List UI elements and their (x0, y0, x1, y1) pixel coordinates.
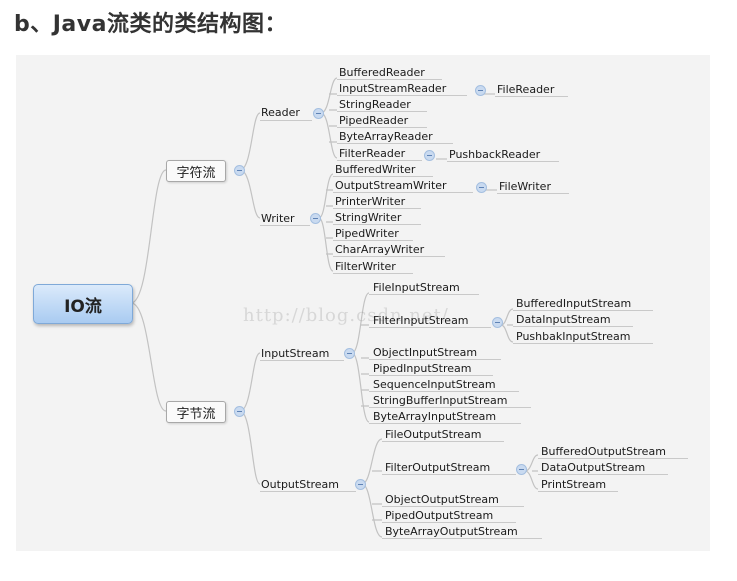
filter-input-child: DataInputStream (516, 313, 611, 326)
writer-child: OutputStreamWriter (335, 179, 447, 192)
input-stream-child: FileInputStream (373, 281, 460, 294)
node-underline (369, 407, 531, 408)
node-underline (333, 208, 421, 209)
node-underline (538, 458, 688, 459)
input-stream-child: SequenceInputStream (373, 378, 496, 391)
watermark: http://blog.csdn.net/ (243, 305, 449, 326)
collapse-icon[interactable] (344, 348, 355, 359)
node-underline (513, 343, 653, 344)
reader-child: InputStreamReader (339, 82, 447, 95)
node-underline (447, 161, 559, 162)
filter-output-child: DataOutputStream (541, 461, 646, 474)
node-underline (337, 95, 467, 96)
collapse-icon[interactable] (475, 85, 486, 96)
output-stream-child: ByteArrayOutputStream (385, 525, 518, 538)
collapse-icon[interactable] (516, 464, 527, 475)
node-underline (333, 256, 445, 257)
node-underline (333, 192, 473, 193)
node-underline (513, 310, 653, 311)
node-underline (382, 522, 516, 523)
input-stream-child: ObjectInputStream (373, 346, 478, 359)
reader-child: StringReader (339, 98, 411, 111)
input-stream-child: ByteArrayInputStream (373, 410, 497, 423)
byte-stream-node: 字节流 (166, 401, 226, 423)
writer-child: PipedWriter (335, 227, 399, 240)
node-underline (337, 79, 442, 80)
collapse-icon[interactable] (492, 317, 503, 328)
node-underline (369, 294, 479, 295)
output-stream-underline (260, 491, 356, 492)
node-underline (333, 273, 413, 274)
node-underline (497, 193, 569, 194)
output-stream-child: FileOutputStream (385, 428, 482, 441)
writer-child: StringWriter (335, 211, 402, 224)
root-node: IO流 (33, 284, 133, 324)
writer-child: PrinterWriter (335, 195, 406, 208)
filter-input-child: PushbakInputStream (516, 330, 631, 343)
filter-input-child: BufferedInputStream (516, 297, 632, 310)
char-stream-node: 字符流 (166, 160, 226, 182)
class-hierarchy-mindmap: http://blog.csdn.net/ IO流 字符流 字节流 Reader… (16, 55, 710, 551)
input-stream-underline (260, 360, 344, 361)
input-stream-child: StringBufferInputStream (373, 394, 508, 407)
reader-child: PipedReader (339, 114, 409, 127)
node-underline (369, 375, 493, 376)
node-underline (333, 176, 433, 177)
node-underline (382, 538, 542, 539)
filter-output-child: BufferedOutputStream (541, 445, 666, 458)
collapse-icon[interactable] (313, 108, 324, 119)
reader-grandchild: PushbackReader (449, 148, 541, 161)
input-stream-child: FilterInputStream (373, 314, 469, 327)
writer-child: BufferedWriter (335, 163, 416, 176)
node-underline (513, 326, 633, 327)
output-stream-child: PipedOutputStream (385, 509, 494, 522)
input-stream-node: InputStream (261, 347, 330, 360)
filter-output-child: PrintStream (541, 478, 607, 491)
reader-child: ByteArrayReader (339, 130, 433, 143)
collapse-icon[interactable] (424, 150, 435, 161)
node-underline (337, 127, 427, 128)
node-underline (382, 506, 524, 507)
node-underline (337, 160, 422, 161)
input-stream-child: PipedInputStream (373, 362, 472, 375)
node-underline (337, 111, 427, 112)
node-underline (495, 96, 568, 97)
output-stream-child: ObjectOutputStream (385, 493, 499, 506)
writer-node: Writer (261, 212, 295, 225)
node-underline (382, 474, 516, 475)
node-underline (369, 391, 519, 392)
collapse-icon[interactable] (310, 213, 321, 224)
reader-underline (260, 120, 312, 121)
node-underline (333, 224, 421, 225)
node-underline (369, 327, 491, 328)
node-underline (538, 491, 618, 492)
reader-grandchild: FileReader (497, 83, 555, 96)
writer-child: CharArrayWriter (335, 243, 425, 256)
collapse-icon[interactable] (234, 406, 245, 417)
reader-child: BufferedReader (339, 66, 425, 79)
collapse-icon[interactable] (234, 165, 245, 176)
writer-grandchild: FileWriter (499, 180, 551, 193)
output-stream-node: OutputStream (261, 478, 340, 491)
node-underline (369, 359, 501, 360)
output-stream-child: FilterOutputStream (385, 461, 491, 474)
node-underline (337, 143, 453, 144)
page-heading: b、Java流类的类结构图： (14, 12, 287, 37)
writer-underline (260, 225, 310, 226)
node-underline (369, 423, 521, 424)
node-underline (333, 240, 413, 241)
collapse-icon[interactable] (476, 182, 487, 193)
collapse-icon[interactable] (355, 479, 366, 490)
reader-node: Reader (261, 106, 300, 119)
node-underline (538, 474, 668, 475)
writer-child: FilterWriter (335, 260, 396, 273)
node-underline (382, 441, 504, 442)
reader-child: FilterReader (339, 147, 406, 160)
